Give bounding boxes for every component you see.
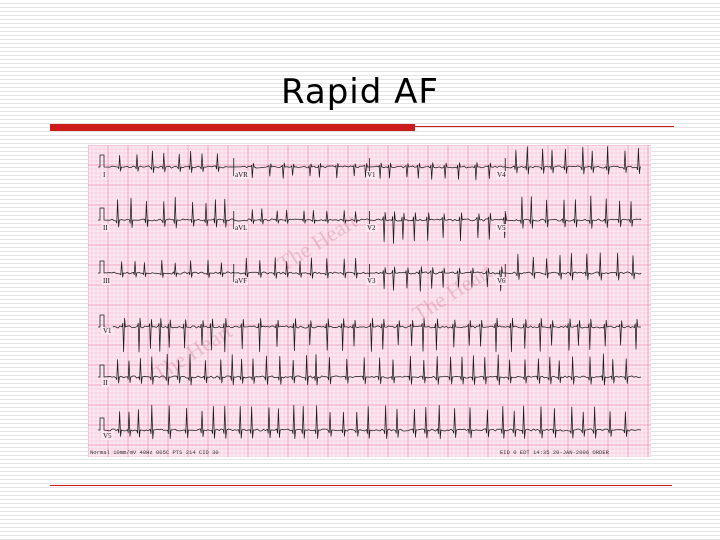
title-underline-thin xyxy=(415,126,674,127)
ecg-footer-record: EID 0 EDT 14:35 20-JAN-2006 ORDER xyxy=(500,449,609,456)
slide-title: Rapid AF xyxy=(281,72,439,112)
lead-label-V4: V4 xyxy=(496,171,507,179)
ecg-trace xyxy=(98,314,641,353)
ecg-trace xyxy=(233,257,370,279)
lead-label-V3: V3 xyxy=(366,277,377,285)
ecg-trace xyxy=(369,162,506,181)
ecg-trace xyxy=(233,208,370,225)
ecg-trace xyxy=(505,252,642,281)
ecg-trace xyxy=(369,211,507,244)
ecg-trace xyxy=(98,150,234,173)
lead-label-V1: V1 xyxy=(366,171,377,179)
lead-label-aVR: aVR xyxy=(234,171,249,179)
ecg-trace xyxy=(98,353,642,386)
lead-label-I: I xyxy=(102,171,107,179)
lead-label-aVF: aVF xyxy=(234,277,249,285)
lead-label-aVL: aVL xyxy=(234,224,249,232)
ecg-grid-minor xyxy=(88,145,651,457)
lead-label-rhythm-II: II xyxy=(102,379,109,387)
ecg-tracing xyxy=(88,145,651,457)
lead-label-V5: V5 xyxy=(496,224,507,232)
lead-label-rhythm-V5: V5 xyxy=(102,432,113,440)
lead-label-III: III xyxy=(102,277,111,285)
lead-label-II: II xyxy=(102,224,109,232)
lead-label-rhythm-V1: V1 xyxy=(102,327,113,335)
bottom-rule xyxy=(50,485,672,486)
ecg-trace xyxy=(98,259,235,278)
ecg-trace xyxy=(98,404,642,440)
ecg-trace xyxy=(369,266,506,292)
ecg-trace xyxy=(233,162,370,179)
ecg-trace xyxy=(505,195,642,229)
ecg-trace xyxy=(98,196,235,229)
lead-label-V6: V6 xyxy=(496,277,507,285)
ecg-strip: I aVR V1 V4 II aVL V2 V5 III aVF V3 V6 V… xyxy=(88,145,651,457)
title-underline-thick xyxy=(50,124,415,131)
ecg-trace xyxy=(505,146,641,175)
lead-label-V2: V2 xyxy=(366,224,377,232)
ecg-footer-settings: Normal 10mm/mV 40Hz 005C PTS 214 CID 30 xyxy=(90,449,219,456)
